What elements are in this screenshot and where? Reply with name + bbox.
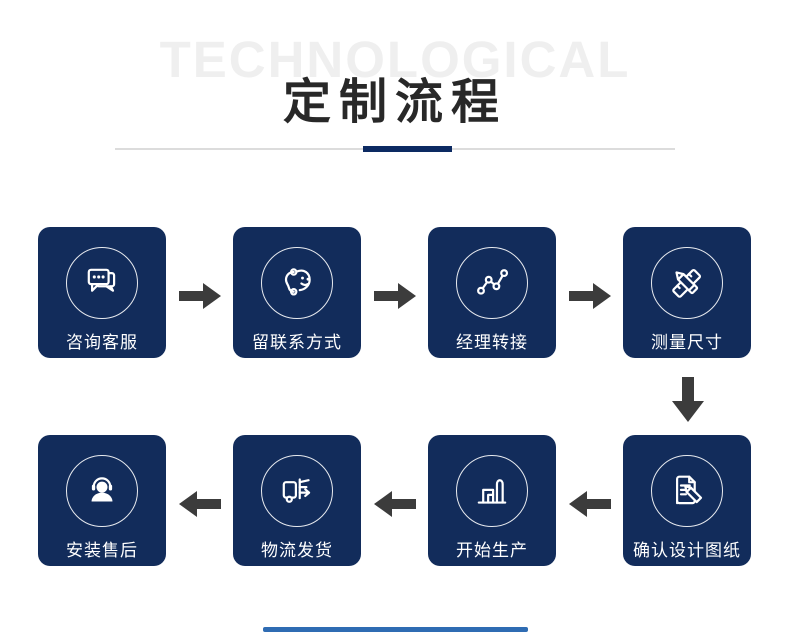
arrow-right-icon <box>374 281 416 311</box>
arrow-left-icon <box>374 489 416 519</box>
step-label: 安装售后 <box>66 541 138 560</box>
step-label: 开始生产 <box>456 541 528 560</box>
measure-icon <box>651 247 723 319</box>
arrow-right-icon <box>179 281 221 311</box>
step-label: 测量尺寸 <box>651 333 723 352</box>
arrow-left-icon <box>569 489 611 519</box>
step-label: 经理转接 <box>456 333 528 352</box>
bottom-indicator-bar <box>263 627 528 632</box>
arrow-right-icon <box>569 281 611 311</box>
page-title: 定制流程 <box>282 76 507 129</box>
arrow-down-icon <box>672 377 704 422</box>
step-install-aftersales: 安装售后 <box>38 435 166 566</box>
step-logistics-shipping: 物流发货 <box>233 435 361 566</box>
step-label: 留联系方式 <box>252 333 342 352</box>
step-measure-size: 测量尺寸 <box>623 227 751 358</box>
arrow-left-icon <box>179 489 221 519</box>
step-consult-service: 咨询客服 <box>38 227 166 358</box>
step-manager-transfer: 经理转接 <box>428 227 556 358</box>
design-doc-icon <box>651 455 723 527</box>
chat-icon <box>66 247 138 319</box>
step-confirm-design: 确认设计图纸 <box>623 435 751 566</box>
step-label: 物流发货 <box>261 541 333 560</box>
background-word: TECHNOLOGICAL <box>159 31 631 88</box>
step-start-production: 开始生产 <box>428 435 556 566</box>
truck-icon <box>261 455 333 527</box>
step-label: 确认设计图纸 <box>633 541 741 560</box>
factory-icon <box>456 455 528 527</box>
step-label: 咨询客服 <box>66 333 138 352</box>
divider-accent <box>363 146 452 152</box>
step-leave-contact: 留联系方式 <box>233 227 361 358</box>
transfer-chart-icon <box>456 247 528 319</box>
support-icon <box>66 455 138 527</box>
phone-contact-icon <box>261 247 333 319</box>
